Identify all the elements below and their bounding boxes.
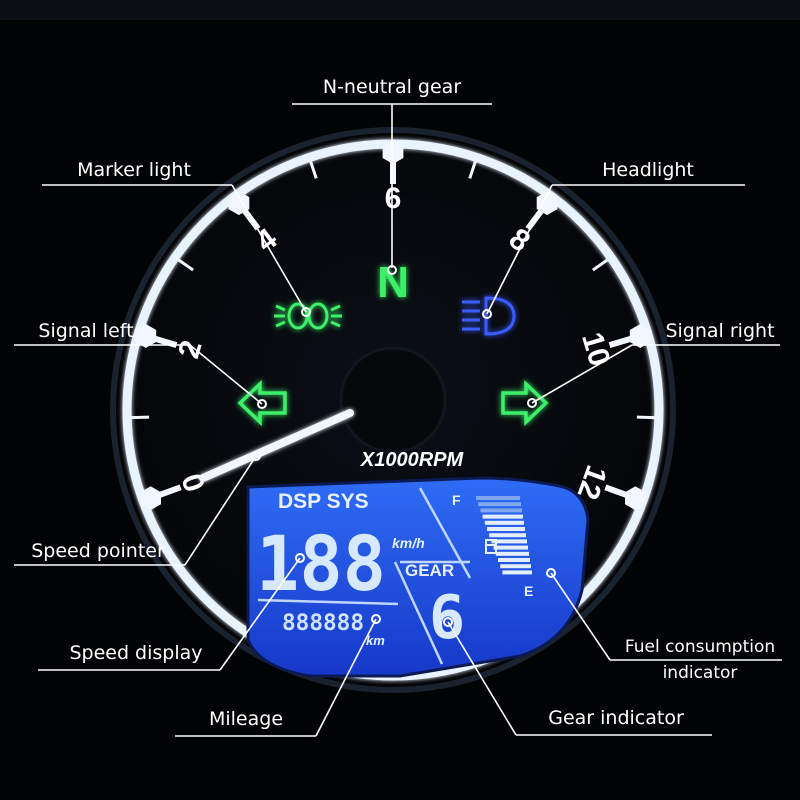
fuel-bar (495, 551, 529, 556)
signal-right-icon (501, 379, 549, 427)
rpm-marker-hex (536, 191, 558, 216)
rpm-minor-tick (177, 258, 194, 272)
rpm-marker-hex (382, 140, 404, 164)
mileage-value: 888888 (282, 611, 364, 636)
callout-lines (14, 103, 782, 737)
rpm-marker-hex (625, 486, 646, 511)
fuel-bar (484, 520, 524, 525)
headlight-icon (462, 296, 516, 336)
fuel-bar (500, 564, 531, 569)
fuel-bar (489, 533, 526, 538)
callout-neutral-gear: N-neutral gear (323, 76, 461, 98)
lcd-dividers (257, 487, 472, 665)
fuel-bar (480, 508, 522, 513)
callout-speed-display: Speed display (69, 642, 202, 664)
center-hub (339, 346, 447, 454)
fuel-bars (476, 496, 532, 575)
fuel-empty-label: E (524, 583, 533, 599)
top-band (0, 0, 800, 20)
rpm-marker-hex (629, 324, 651, 348)
callout-headlight: Headlight (602, 159, 694, 181)
rpm-minor-tick (592, 258, 609, 272)
rpm-minor-tick (131, 415, 150, 420)
speed-display-value: 188 (256, 519, 386, 608)
mileage-unit: km (366, 633, 385, 648)
dial-bezel (110, 127, 676, 693)
rpm-minor-tick (309, 160, 318, 179)
gear-label: GEAR (405, 561, 454, 580)
fuel-bar (478, 502, 521, 507)
rpm-marker-hex (140, 486, 161, 511)
lcd-system-label: DSP SYS (278, 490, 369, 513)
fuel-bar (502, 570, 532, 575)
speed-unit: km/h (392, 535, 425, 551)
fuel-bar (493, 545, 528, 550)
rpm-tick-label: 6 (385, 182, 402, 215)
callout-fuel-line2: indicator (663, 663, 738, 683)
callout-signal-right: Signal right (665, 320, 774, 342)
callout-gear-indicator: Gear indicator (548, 707, 684, 729)
fuel-bar (498, 558, 530, 562)
fuel-bar (491, 539, 527, 544)
rpm-marker-hex (135, 324, 157, 348)
fuel-bar (482, 514, 523, 519)
fuel-bar (476, 496, 520, 500)
callout-fuel-line1: Fuel consumption (625, 637, 775, 657)
callout-dots (251, 265, 556, 627)
callout-signal-left: Signal left (38, 320, 133, 342)
speed-pointer-needle (199, 409, 354, 482)
fuel-bar (487, 527, 525, 531)
signal-left-icon (237, 379, 287, 427)
callout-mileage: Mileage (209, 708, 283, 730)
callout-speed-pointer: Speed pointer (31, 540, 165, 562)
rpm-unit-label: X1000RPM (360, 449, 465, 471)
rpm-minor-tick (636, 415, 655, 420)
rpm-marker-hex (228, 191, 250, 216)
fuel-full-label: F (452, 492, 461, 508)
callout-marker-light: Marker light (77, 159, 191, 181)
rpm-minor-tick (468, 160, 477, 179)
